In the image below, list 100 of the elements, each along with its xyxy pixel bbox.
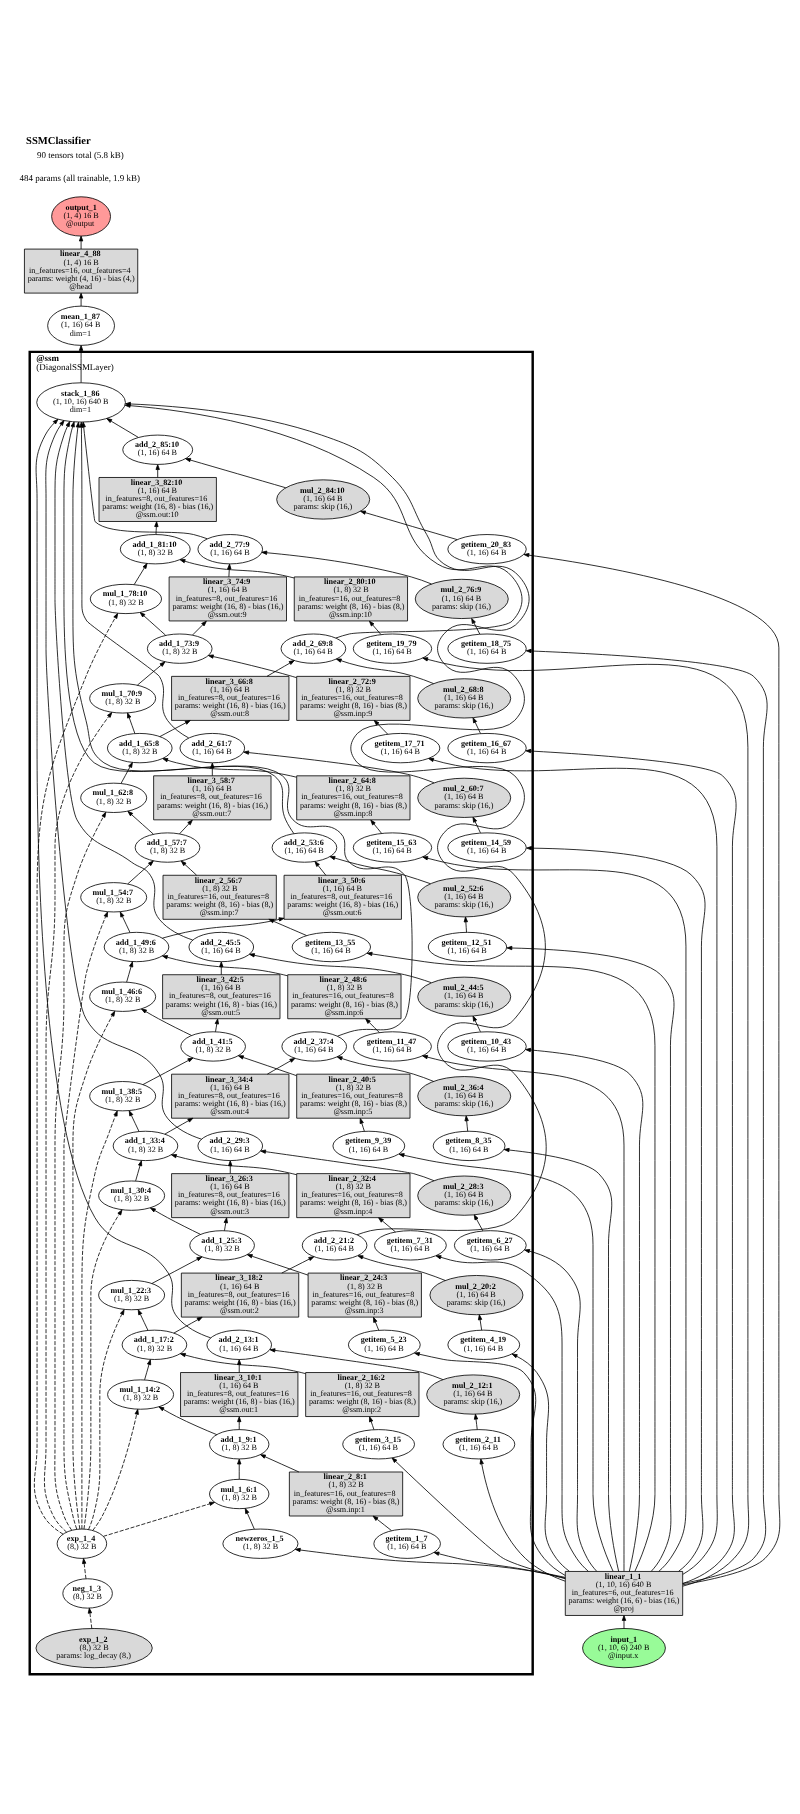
arrow	[369, 620, 382, 635]
arrow	[151, 1256, 203, 1284]
arrow	[88, 1309, 125, 1530]
arrow	[238, 1055, 297, 1077]
arrow	[473, 1214, 484, 1232]
arrow	[150, 1207, 201, 1235]
arrow	[179, 559, 295, 579]
arrow	[479, 1458, 566, 1582]
arrow	[366, 951, 656, 1572]
arrow	[243, 750, 435, 784]
arrow	[137, 1309, 149, 1331]
arrow	[435, 1255, 589, 1572]
arrow	[266, 660, 295, 677]
arrow	[120, 762, 133, 784]
arrow	[162, 955, 288, 977]
arrow	[373, 1316, 380, 1331]
arrow	[369, 1416, 375, 1430]
arrow	[621, 1615, 627, 1629]
arrow	[237, 1359, 242, 1373]
arrow	[472, 816, 481, 834]
arrow	[473, 1413, 479, 1430]
arrow	[158, 1406, 218, 1436]
arrow	[244, 1508, 255, 1530]
arrow	[246, 1254, 309, 1276]
arrow	[261, 550, 432, 585]
arrow	[119, 911, 131, 933]
arrow	[171, 1154, 297, 1176]
arrow	[365, 1018, 380, 1033]
arrow	[141, 1008, 192, 1036]
arrow	[142, 1057, 194, 1085]
arrow	[237, 1416, 242, 1430]
arrow	[471, 618, 481, 635]
arrow	[269, 1348, 444, 1380]
arrow	[260, 1454, 300, 1473]
arrow	[207, 654, 297, 679]
arrow	[144, 1359, 152, 1381]
arrow	[139, 612, 166, 636]
arrow	[81, 1110, 118, 1530]
arrow	[154, 521, 159, 535]
arrow	[336, 1056, 434, 1082]
arrow	[78, 345, 84, 384]
arrow	[106, 418, 139, 438]
arrow	[249, 953, 432, 984]
arrow	[227, 563, 232, 578]
arrow	[78, 292, 84, 307]
arrow	[185, 457, 287, 489]
arrow	[82, 1558, 87, 1580]
arrow	[192, 620, 207, 636]
arrow	[136, 661, 166, 686]
arrow	[72, 1010, 116, 1530]
arrow	[214, 1018, 219, 1033]
arrow	[359, 1118, 365, 1132]
arrow	[92, 1408, 139, 1531]
arrow	[162, 758, 297, 778]
arrow	[391, 1457, 566, 1579]
arrow	[180, 1353, 306, 1374]
arrow	[414, 1352, 566, 1576]
arrow	[223, 1217, 228, 1232]
arrow	[173, 1316, 203, 1334]
arrow	[127, 810, 154, 835]
arrow	[237, 1458, 242, 1480]
arrow	[127, 860, 154, 885]
arrow	[44, 712, 113, 1533]
arrow	[373, 720, 389, 735]
arrow	[128, 1110, 140, 1132]
arrow	[54, 811, 107, 1531]
arrow	[433, 1551, 566, 1579]
arrow	[83, 1209, 123, 1530]
arrow	[228, 1160, 233, 1174]
arrow	[477, 1314, 483, 1331]
arrow	[378, 1217, 396, 1233]
arrow	[126, 961, 134, 983]
arrow	[63, 911, 108, 1530]
arrow	[372, 1515, 392, 1531]
arrow	[525, 748, 737, 1584]
arrow	[398, 1153, 614, 1572]
arrow	[524, 1249, 598, 1572]
arrow	[329, 855, 431, 885]
arrow	[360, 510, 458, 540]
arrow	[135, 1160, 143, 1182]
arrow	[210, 762, 215, 777]
arrow	[133, 563, 148, 585]
arrow	[159, 720, 191, 738]
arrow	[370, 819, 382, 834]
arrow	[464, 1115, 469, 1132]
arrow	[503, 1147, 620, 1572]
arrow	[179, 819, 193, 835]
arrow	[103, 1501, 215, 1537]
arrow	[314, 861, 327, 876]
arrow	[266, 1057, 296, 1075]
arrow	[294, 1547, 566, 1578]
arrow	[463, 916, 468, 933]
arrow	[357, 1255, 446, 1281]
arrow	[472, 1015, 481, 1033]
arrow	[127, 712, 136, 734]
arrow	[511, 1353, 570, 1572]
arrow	[525, 1047, 644, 1572]
arrow	[219, 961, 224, 976]
arrow	[164, 1117, 194, 1135]
arrow	[268, 918, 307, 936]
